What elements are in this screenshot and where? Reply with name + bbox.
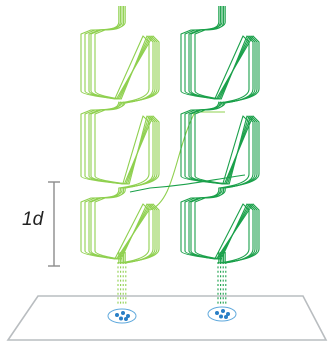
cluster-dot: [119, 316, 123, 321]
crossing-strand: [149, 111, 225, 211]
strand-line: [84, 6, 154, 264]
strand-line: [194, 6, 256, 264]
cluster-dot: [221, 309, 225, 313]
strand-line: [184, 6, 254, 264]
crossing-strand: [129, 174, 246, 193]
cluster-dot: [226, 312, 230, 316]
cluster-ring: [207, 306, 237, 322]
strand-line: [94, 6, 156, 264]
scale-bar: [48, 181, 60, 267]
cluster-dot: [124, 317, 128, 321]
surface-plane: [6, 295, 328, 341]
cluster-dot: [215, 311, 219, 315]
strand-line: [180, 6, 258, 264]
cluster-dot: [115, 313, 119, 317]
cluster-dot: [219, 314, 223, 319]
scale-bar-label: 1d: [22, 209, 44, 230]
light-green-strand-bundle: [80, 6, 225, 305]
dark-green-strand-bundle: [129, 6, 260, 305]
strand-line: [80, 6, 158, 264]
cluster-dot: [121, 311, 125, 315]
base-surface: [6, 295, 328, 341]
cluster-dot: [224, 315, 228, 319]
cluster-dot: [126, 314, 130, 318]
cluster-ring: [107, 308, 137, 324]
